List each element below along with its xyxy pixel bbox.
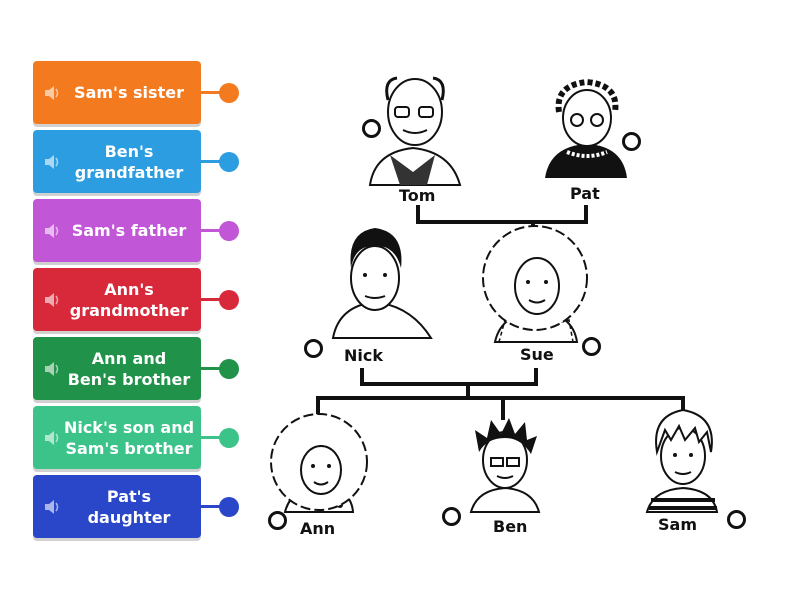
drop-target-pat[interactable] xyxy=(622,132,641,151)
card-handle[interactable] xyxy=(219,82,239,103)
card-bens-grandfather[interactable]: Ben's grandfather xyxy=(33,130,239,193)
family-tree: Tom Pat Nick Sue Ann Ben Sam xyxy=(255,60,785,540)
card-handle[interactable] xyxy=(219,151,239,172)
card-sams-father[interactable]: Sam's father xyxy=(33,199,239,262)
card-handle[interactable] xyxy=(219,496,239,517)
speaker-icon[interactable] xyxy=(44,430,60,445)
tree-name-ben: Ben xyxy=(493,517,528,536)
tree-name-ann: Ann xyxy=(300,519,336,538)
speaker-icon[interactable] xyxy=(44,223,60,238)
speaker-icon[interactable] xyxy=(44,361,60,376)
card-sams-sister[interactable]: Sam's sister xyxy=(33,61,239,124)
card-label: Ben's grandfather xyxy=(74,141,184,182)
card-connector xyxy=(201,91,227,94)
card-label: Sam's sister xyxy=(74,83,184,102)
card-label: Ann and Ben's brother xyxy=(67,348,191,389)
tree-name-nick: Nick xyxy=(344,346,383,365)
ann-portrait xyxy=(270,413,368,513)
card-nicks-son-and-sams-brother[interactable]: Nick's son and Sam's brother xyxy=(33,406,239,469)
card-connector xyxy=(201,436,227,439)
pat-portrait xyxy=(545,78,627,178)
card-handle[interactable] xyxy=(219,289,239,310)
tree-name-pat: Pat xyxy=(570,184,600,203)
speaker-icon[interactable] xyxy=(44,154,60,169)
speaker-icon[interactable] xyxy=(44,499,60,514)
card-label: Pat's daughter xyxy=(87,486,171,527)
speaker-icon[interactable] xyxy=(44,85,60,100)
card-label: Ann's grandmother xyxy=(69,279,189,320)
tree-name-tom: Tom xyxy=(399,186,436,205)
ben-portrait xyxy=(469,418,541,513)
card-handle[interactable] xyxy=(219,358,239,379)
card-connector xyxy=(201,505,227,508)
sue-portrait xyxy=(482,225,588,343)
card-anns-grandmother[interactable]: Ann's grandmother xyxy=(33,268,239,331)
nick-portrait xyxy=(331,228,433,339)
drop-target-ann[interactable] xyxy=(268,511,287,530)
drop-target-sue[interactable] xyxy=(582,337,601,356)
drop-target-tom[interactable] xyxy=(362,119,381,138)
card-label: Sam's father xyxy=(71,221,187,240)
card-connector xyxy=(201,229,227,232)
card-label: Nick's son and Sam's brother xyxy=(63,417,195,458)
drop-target-nick[interactable] xyxy=(304,339,323,358)
drop-target-ben[interactable] xyxy=(442,507,461,526)
card-connector xyxy=(201,160,227,163)
family-tree-drawing xyxy=(270,76,719,513)
card-pats-daughter[interactable]: Pat's daughter xyxy=(33,475,239,538)
card-ann-and-bens-brother[interactable]: Ann and Ben's brother xyxy=(33,337,239,400)
card-handle[interactable] xyxy=(219,427,239,448)
card-connector xyxy=(201,367,227,370)
tree-name-sue: Sue xyxy=(520,345,554,364)
tom-portrait xyxy=(368,76,462,186)
drop-target-sam[interactable] xyxy=(727,510,746,529)
sam-portrait xyxy=(645,408,719,513)
card-handle[interactable] xyxy=(219,220,239,241)
speaker-icon[interactable] xyxy=(44,292,60,307)
card-connector xyxy=(201,298,227,301)
tree-name-sam: Sam xyxy=(658,515,697,534)
